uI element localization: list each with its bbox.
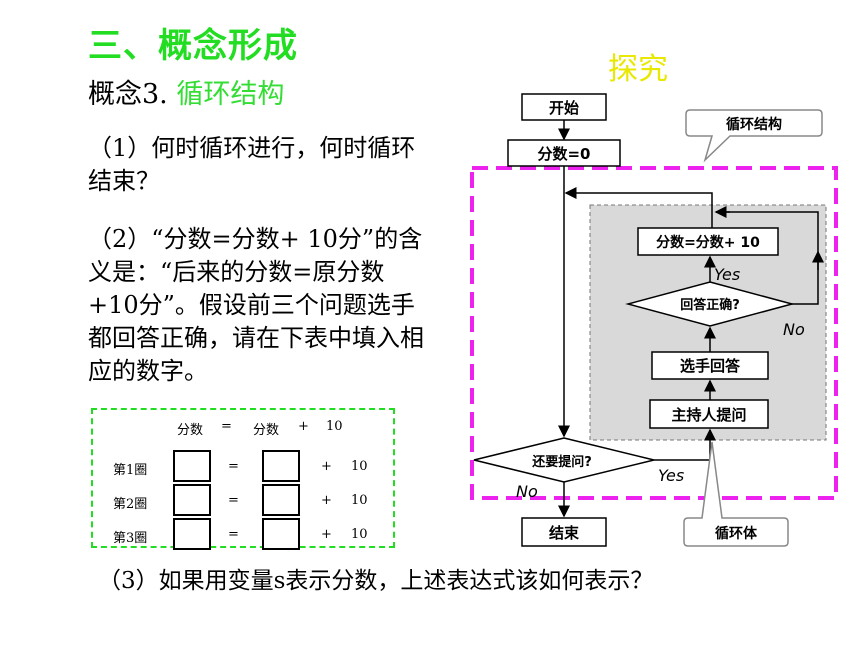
row-1-label: 第1圈	[113, 463, 148, 478]
header-ten: 10	[326, 419, 343, 434]
row-3-left-input[interactable]	[173, 518, 211, 550]
row-1-right-input[interactable]	[262, 450, 300, 482]
row-3-ten: 10	[351, 527, 368, 542]
continue-label: 还要提问?	[531, 454, 592, 470]
no-label-1: No	[783, 320, 805, 339]
question-2: （2）“分数=分数+ 10分”的含义是：“后来的分数=原分数+10分”。假设前三…	[88, 225, 424, 385]
no-label-2: No	[516, 482, 538, 501]
loop-body-label: 循环体	[715, 525, 758, 542]
concept-heading: 概念3. 循环结构	[88, 72, 284, 111]
row-3-eq: =	[228, 527, 239, 542]
answer-label: 选手回答	[680, 357, 741, 375]
row-2-ten: 10	[351, 493, 368, 508]
concept-name: 循环结构	[176, 79, 285, 110]
row-2-left-input[interactable]	[173, 484, 211, 516]
loop-structure-region	[470, 166, 838, 500]
loop-structure-callout	[685, 109, 823, 163]
yes-label-1: Yes	[714, 265, 740, 284]
row-2-right-input[interactable]	[262, 484, 300, 516]
start-label: 开始	[549, 99, 579, 117]
correct-label: 回答正确?	[680, 297, 740, 313]
host-label: 主持人提问	[671, 406, 746, 424]
header-score: 分数	[177, 423, 204, 438]
row-3-label: 第3圈	[113, 531, 148, 546]
update-label: 分数=分数+ 10	[656, 234, 760, 251]
fill-in-table: 分数 = 分数 + 10 第1圈 = + 10 第2圈 = + 10 第3圈 =…	[91, 408, 395, 550]
loop-body-callout	[683, 441, 789, 547]
explore-label: 探究	[608, 52, 668, 87]
end-node	[521, 517, 607, 547]
end-label: 结束	[549, 524, 580, 542]
row-2-label: 第2圈	[113, 497, 148, 512]
init-node	[507, 139, 621, 167]
concept-prefix: 概念3.	[88, 79, 177, 110]
question-3: （3）如果用变量s表示分数，上述表达式该如何表示？	[98, 568, 654, 594]
row-1-left-input[interactable]	[173, 450, 211, 482]
row-3-plus: +	[321, 527, 332, 542]
row-3-right-input[interactable]	[262, 518, 300, 550]
row-1-plus: +	[321, 459, 332, 474]
correct-decision	[625, 281, 795, 327]
header-score-2: 分数	[253, 423, 280, 438]
update-node	[637, 227, 779, 256]
yes-label-2: Yes	[658, 466, 684, 485]
row-2-eq: =	[228, 493, 239, 508]
host-node	[649, 399, 769, 429]
row-1-ten: 10	[351, 459, 368, 474]
header-eq: =	[221, 419, 232, 434]
section-title: 三、概念形成	[88, 26, 298, 66]
question-1: （1）何时循环进行，何时循环结束？	[88, 134, 416, 195]
row-1-eq: =	[228, 459, 239, 474]
header-plus: +	[298, 419, 309, 434]
init-label: 分数=0	[537, 145, 590, 163]
loop-structure-label: 循环结构	[726, 116, 782, 133]
row-2-plus: +	[321, 493, 332, 508]
